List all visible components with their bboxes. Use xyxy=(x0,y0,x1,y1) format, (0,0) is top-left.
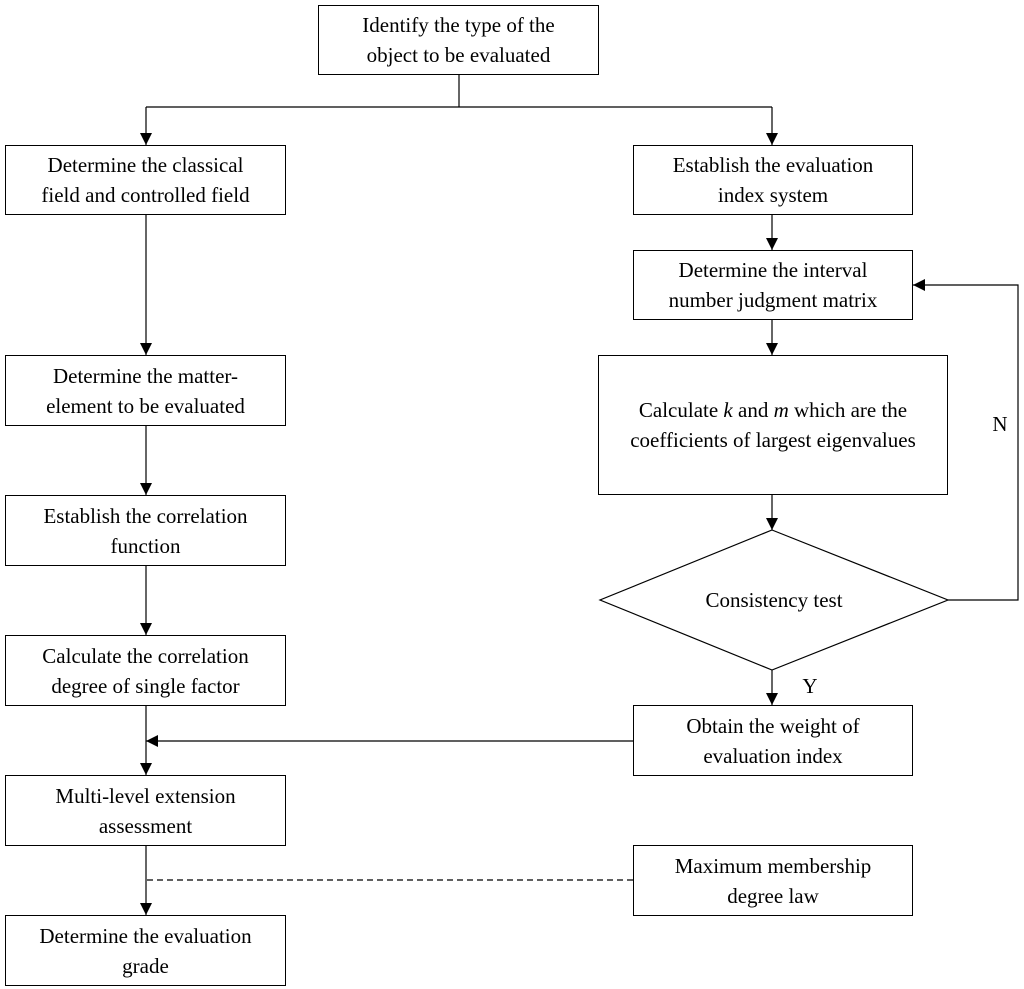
node-consistency-test-label: Consistency test xyxy=(705,588,843,612)
var-k: k xyxy=(723,398,733,422)
node-judgment-matrix: Determine the interval number judgment m… xyxy=(633,250,913,320)
node-classical-field: Determine the classical field and contro… xyxy=(5,145,286,215)
node-matter-element: Determine the matter- element to be eval… xyxy=(5,355,286,426)
node-max-membership-label: Maximum membership degree law xyxy=(674,853,872,908)
edge-label-yes: Y xyxy=(802,674,818,698)
node-calculate-km-text: Calculate k and m which are the coeffici… xyxy=(630,395,916,455)
node-calculate-km-line1: Calculate k and m which are the xyxy=(638,398,908,422)
node-matter-element-label: Determine the matter- element to be eval… xyxy=(46,363,245,418)
node-index-system: Establish the evaluation index system xyxy=(633,145,913,215)
node-evaluation-grade-label: Determine the evaluation grade xyxy=(39,923,252,978)
node-evaluation-grade: Determine the evaluation grade xyxy=(5,915,286,986)
node-weight-label: Obtain the weight of evaluation index xyxy=(686,713,860,768)
node-weight: Obtain the weight of evaluation index xyxy=(633,705,913,776)
decision-diamond xyxy=(598,529,950,671)
node-classical-field-label: Determine the classical field and contro… xyxy=(41,153,250,207)
node-calculate-km-line2: coefficients of largest eigenvalues xyxy=(630,428,916,452)
node-index-system-label: Establish the evaluation index system xyxy=(672,153,874,207)
node-correlation-function-label: Establish the correlation function xyxy=(43,503,248,558)
node-identify-type-label: Identify the type of the object to be ev… xyxy=(362,13,555,67)
node-calculate-km: Calculate k and m which are the coeffici… xyxy=(598,355,948,495)
node-multi-level: Multi-level extension assessment xyxy=(5,775,286,846)
node-judgment-matrix-label: Determine the interval number judgment m… xyxy=(668,258,878,312)
node-correlation-degree-label: Calculate the correlation degree of sing… xyxy=(42,643,249,698)
node-max-membership: Maximum membership degree law xyxy=(633,845,913,916)
edge-label-no: N xyxy=(992,412,1008,436)
node-multi-level-label: Multi-level extension assessment xyxy=(55,783,236,838)
arrow-no-feedback xyxy=(913,279,1019,601)
node-identify-type: Identify the type of the object to be ev… xyxy=(318,5,599,75)
node-correlation-degree: Calculate the correlation degree of sing… xyxy=(5,635,286,706)
var-m: m xyxy=(773,398,789,422)
node-correlation-function: Establish the correlation function xyxy=(5,495,286,566)
